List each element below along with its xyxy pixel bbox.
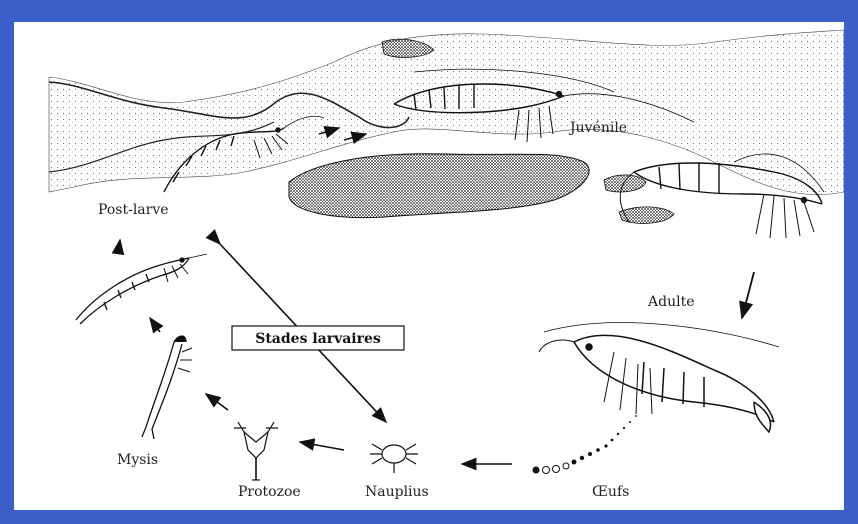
arrow-to-post-larve [118, 240, 120, 254]
life-cycle-diagram: Stades larvaires Post-larve Juvénile Adu… [14, 22, 844, 510]
label-post-larve: Post-larve [98, 202, 169, 218]
label-adulte: Adulte [647, 294, 694, 310]
label-protozoe: Protozoe [238, 484, 301, 500]
label-stades-larvaires: Stades larvaires [255, 331, 381, 347]
arrow-to-mysis [206, 394, 228, 410]
eggs [533, 415, 637, 473]
early-post-larva [76, 254, 207, 324]
arrow-to-protozoe [300, 442, 344, 450]
protozoe-larva [234, 422, 278, 480]
label-mysis: Mysis [117, 452, 158, 468]
small-island-right-2 [619, 207, 674, 223]
diagram-panel: Stades larvaires Post-larve Juvénile Adu… [14, 22, 844, 510]
label-juvenile: Juvénile [568, 120, 627, 136]
nauplius-larva [370, 444, 418, 473]
mysis-larva [142, 336, 192, 439]
arrow-to-early-post-larva [150, 318, 160, 332]
label-nauplius: Nauplius [365, 484, 429, 500]
label-oeufs: Œufs [592, 484, 629, 500]
adult-shrimp [539, 323, 779, 432]
large-island [289, 154, 589, 218]
arrow-adulte [742, 272, 754, 318]
small-island-right-1 [604, 175, 646, 192]
